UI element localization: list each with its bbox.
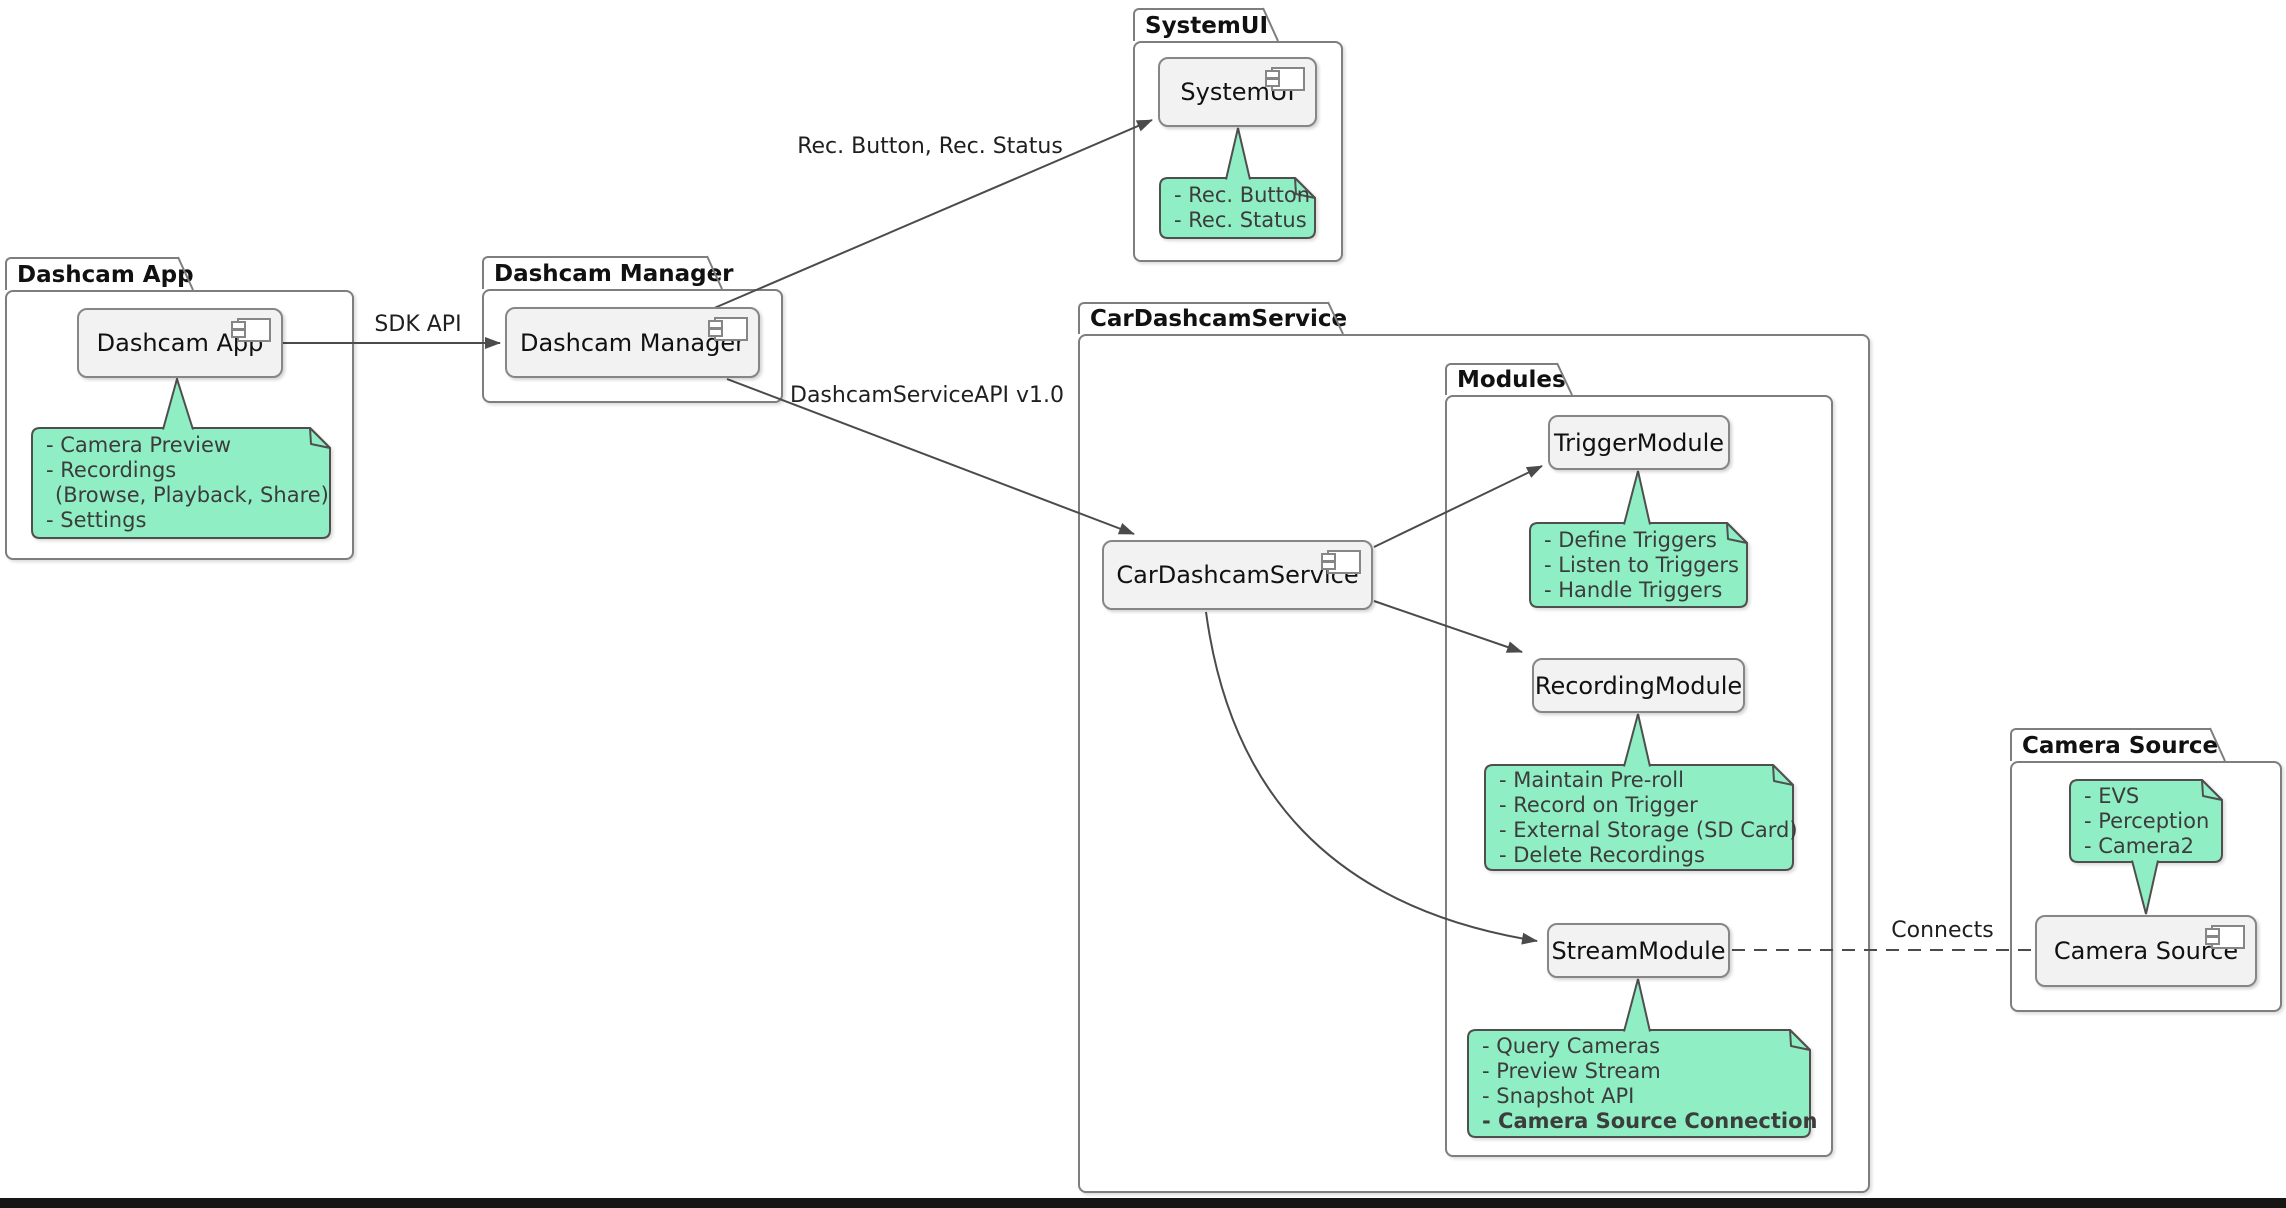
note-line: - Camera Preview	[46, 433, 232, 457]
note-line: - Camera Source Connection	[1482, 1108, 1818, 1133]
note-line: - Query Cameras	[1482, 1033, 1661, 1058]
package-title: SystemUI	[1145, 12, 1269, 39]
component-label: StreamModule	[1551, 936, 1726, 965]
bottom-window-edge	[0, 1198, 2286, 1208]
note-line: - Maintain Pre-roll	[1499, 767, 1684, 792]
note-line: - Settings	[46, 508, 147, 532]
note-dashcam-app: - Camera Preview - Recordings (Browse, P…	[46, 430, 329, 536]
edge-label-rec-button-status: Rec. Button, Rec. Status	[797, 134, 1063, 159]
component-cardashcamservice: CarDashcamService	[1102, 540, 1373, 610]
note-line: - Record on Trigger	[1499, 792, 1698, 817]
edge-label-connects: Connects	[1891, 918, 1994, 943]
component-systemui: SystemUI	[1158, 57, 1317, 127]
note-line: - EVS	[2084, 783, 2140, 808]
component-trigger-module: TriggerModule	[1548, 415, 1730, 470]
package-title: Dashcam App	[17, 261, 194, 288]
component-icon	[1265, 67, 1305, 91]
note-line: - Handle Triggers	[1544, 577, 1723, 602]
package-title: CarDashcamService	[1090, 306, 1348, 332]
note-line: - Recordings	[46, 458, 177, 482]
package-tab-cardashcamservice: CarDashcamService	[1078, 302, 1347, 334]
note-line: - External Storage (SD Card)	[1499, 817, 1798, 842]
note-line: - Listen to Triggers	[1544, 552, 1739, 577]
component-label: Dashcam Manager	[519, 328, 745, 357]
component-dashcam-manager: Dashcam Manager	[505, 307, 760, 378]
note-line: - Preview Stream	[1482, 1058, 1661, 1083]
component-stream-module: StreamModule	[1547, 923, 1730, 978]
package-tab-modules: Modules	[1445, 363, 1566, 395]
note-line: - Camera2	[2084, 833, 2195, 858]
package-tab-systemui: SystemUI	[1133, 8, 1268, 41]
edge-label-sdk-api: SDK API	[374, 312, 462, 337]
package-title: Dashcam Manager	[494, 260, 734, 287]
component-icon	[1321, 550, 1361, 574]
package-tab-dashcam-manager: Dashcam Manager	[482, 256, 734, 289]
package-title: Modules	[1457, 367, 1566, 393]
package-tab-dashcam-app: Dashcam App	[5, 257, 194, 290]
note-line: - Delete Recordings	[1499, 842, 1705, 867]
note-trigger-module: - Define Triggers - Listen to Triggers -…	[1544, 525, 1744, 605]
note-camera-source: - EVS - Perception - Camera2	[2084, 782, 2219, 860]
component-label: RecordingModule	[1534, 671, 1743, 700]
component-camera-source: Camera Source	[2035, 915, 2257, 987]
component-label: TriggerModule	[1553, 428, 1725, 457]
note-line: (Browse, Playback, Share)	[55, 483, 329, 507]
component-recording-module: RecordingModule	[1532, 658, 1745, 713]
note-line: - Perception	[2084, 808, 2210, 833]
note-line: - Rec. Status	[1174, 208, 1307, 232]
note-recording-module: - Maintain Pre-roll - Record on Trigger …	[1499, 767, 1798, 868]
note-line: - Define Triggers	[1544, 527, 1717, 552]
component-icon	[2205, 925, 2245, 949]
edge-label-dashcam-service-api: DashcamServiceAPI v1.0	[790, 383, 1064, 408]
package-title: Camera Source	[2022, 732, 2219, 759]
component-icon	[708, 317, 748, 341]
component-label: CarDashcamService	[1116, 561, 1359, 589]
note-stream-module: - Query Cameras - Preview Stream - Snaps…	[1482, 1032, 1818, 1135]
note-line: - Snapshot API	[1482, 1083, 1635, 1108]
note-systemui: - Rec. Button - Rec. Status	[1174, 180, 1314, 236]
package-tab-camera-source: Camera Source	[2010, 728, 2218, 761]
note-line: - Rec. Button	[1174, 183, 1311, 207]
component-dashcam-app: Dashcam App	[77, 308, 283, 378]
component-icon	[231, 318, 271, 342]
